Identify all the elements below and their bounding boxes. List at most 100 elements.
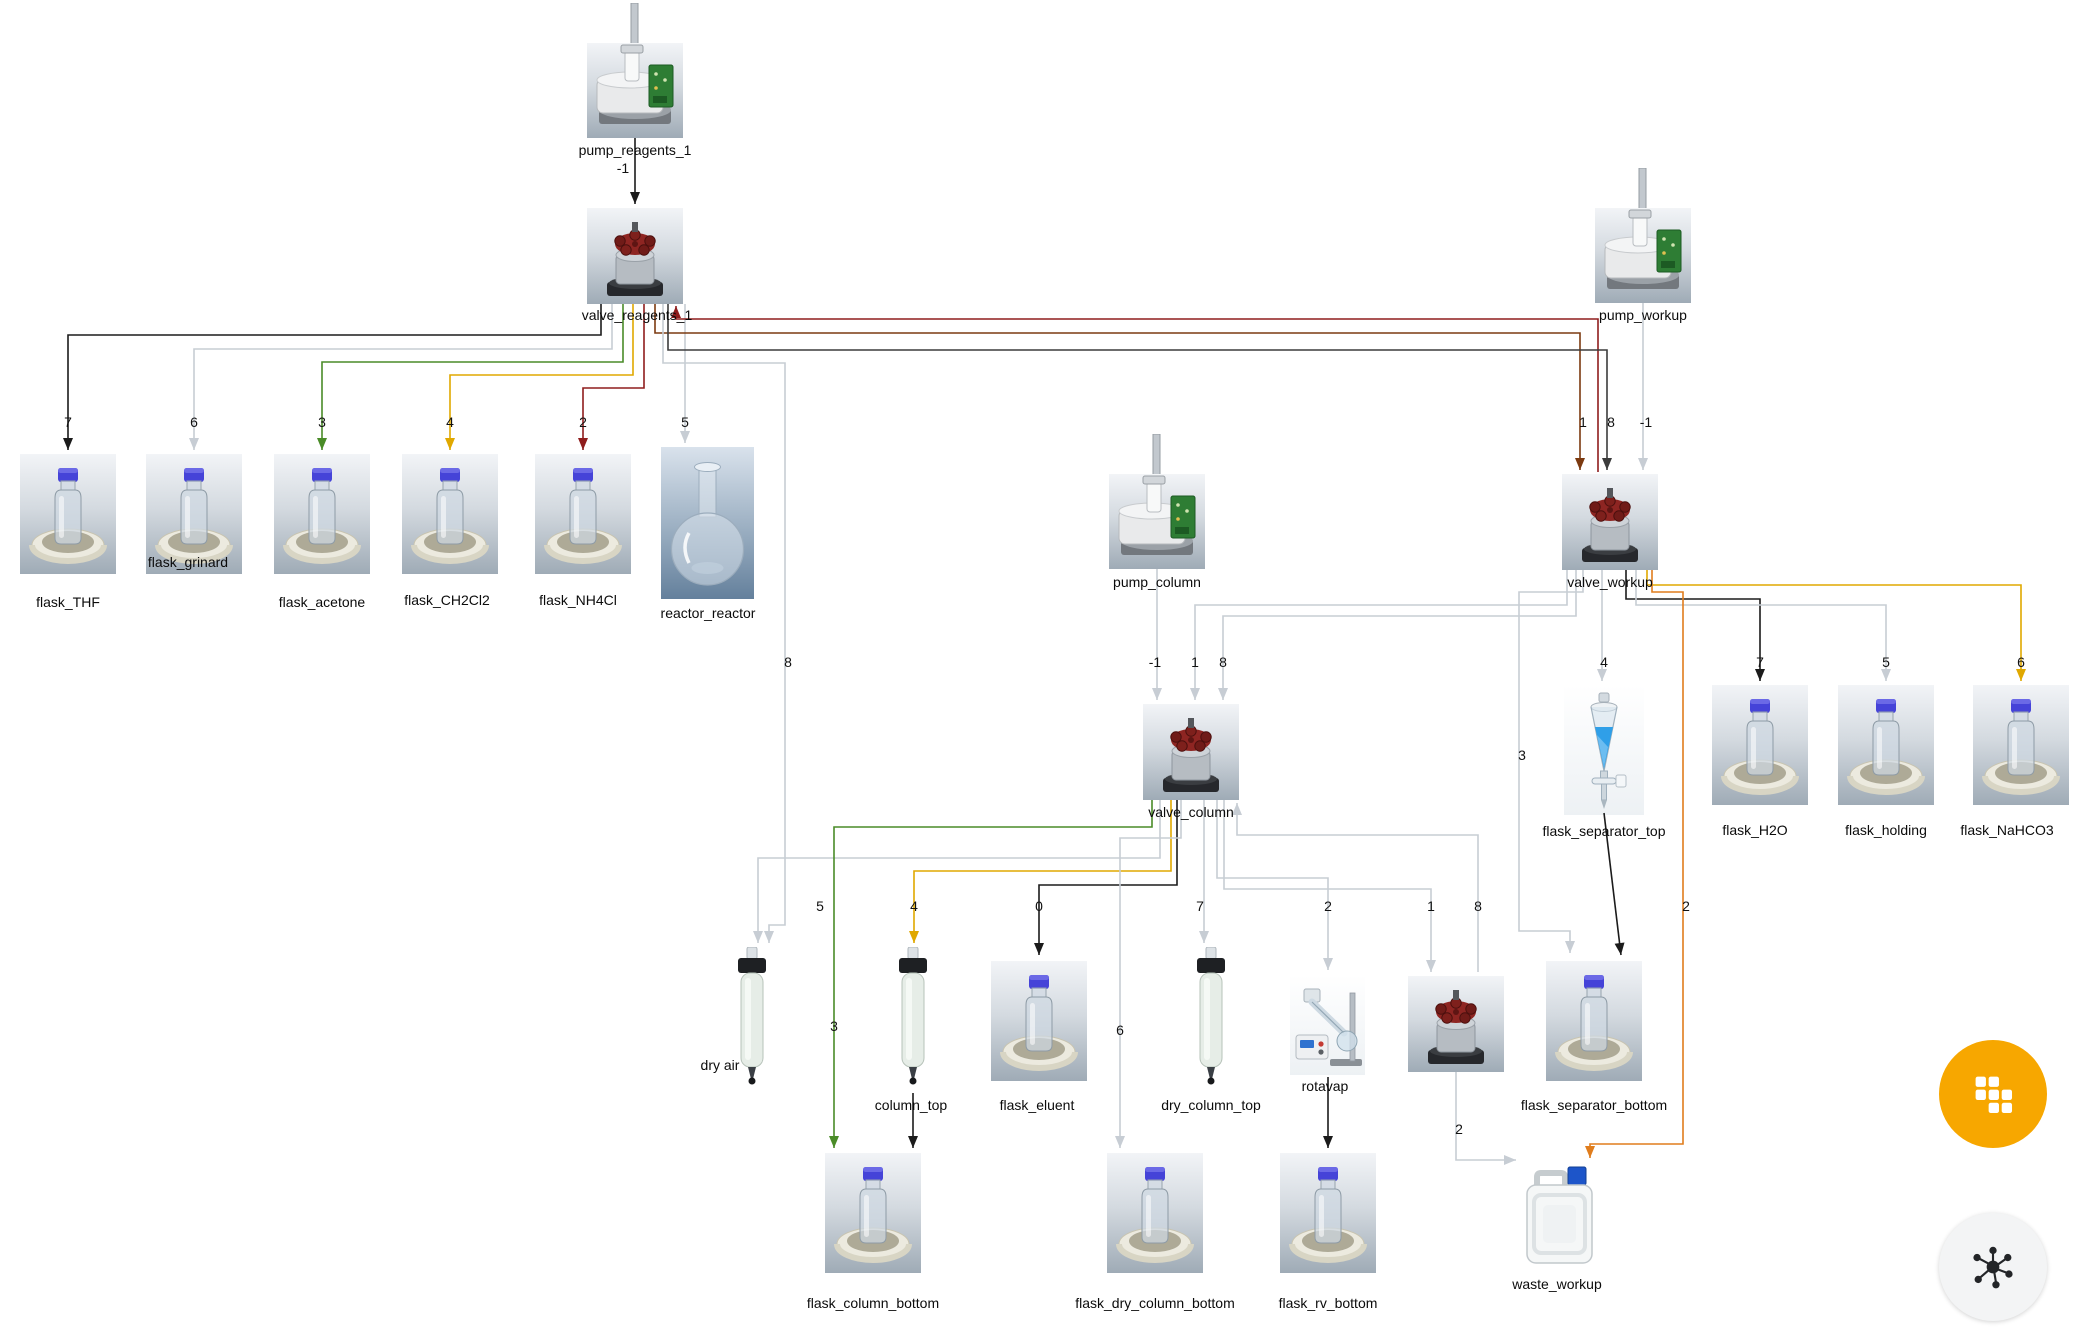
flask-illustration (1712, 685, 1808, 805)
node-reactor_reactor[interactable] (661, 447, 754, 599)
arrowhead-valve_workup-valve_column-port1 (1190, 688, 1200, 700)
edge-label-valve_column-flask_eluent: 0 (1035, 898, 1043, 914)
node-flask_NaHCO3[interactable] (1973, 685, 2069, 805)
edge-label-valve_reagents-flask_CH2Cl2: 4 (446, 414, 454, 430)
node-waste_workup[interactable] (1523, 1153, 1596, 1270)
edge-label-valve_reagents-reactor_reactor: 5 (681, 414, 689, 430)
assistant-button[interactable] (1939, 1213, 2047, 1321)
edge-valve_reagents-flask_CH2Cl2 (449, 304, 634, 450)
edge-label-valve_reagents-flask_grinard: 6 (190, 414, 198, 430)
arrowhead-valve_reagents-flask_acetone (317, 438, 327, 450)
edge-label-valve_2-valve_column-port8: 8 (1474, 898, 1482, 914)
arrowhead-pump_column-valve_column (1152, 688, 1162, 700)
edge-valve_column-flask_eluent (1038, 800, 1178, 955)
node-label-waste_workup: waste_workup (1512, 1276, 1602, 1292)
node-label-flask_acetone: flask_acetone (278, 594, 366, 610)
edge-label-valve_workup-flask_NaHCO3: 6 (2017, 654, 2025, 670)
edge-label-valve_workup-flask_separator_top: 4 (1600, 654, 1608, 670)
node-label-flask_grinard: flask_grinard (147, 554, 229, 570)
node-label-dry_column_top: dry_column_top (1161, 1097, 1261, 1113)
edge-label-valve_reagents-flask_acetone: 3 (318, 414, 326, 430)
flask-illustration (1107, 1153, 1203, 1273)
edge-label-valve_column-rotavap: 2 (1324, 898, 1332, 914)
arrowhead-valve_column-dry_air (753, 931, 763, 943)
flask-illustration (1838, 685, 1934, 805)
edge-label-pump_reagents_1-valve_reagents: -1 (616, 160, 630, 176)
edge-label-valve_column-dry_column_top: 7 (1196, 898, 1204, 914)
edge-label-pump_workup-valve_workup: -1 (1639, 414, 1653, 430)
arrowhead-rotavap-flask_rv_bottom (1323, 1136, 1333, 1148)
node-flask_separator_top[interactable] (1564, 685, 1644, 815)
node-label-flask_holding: flask_holding (1845, 822, 1927, 838)
node-valve_reagents_1[interactable] (587, 208, 683, 304)
edge-label-valve_column-flask_dry_column_bottom: 6 (1116, 1022, 1124, 1038)
node-label-flask_NH4Cl: flask_NH4Cl (539, 592, 617, 608)
node-flask_NH4Cl[interactable] (535, 454, 631, 574)
node-label-flask_dry_column_bottom: flask_dry_column_bottom (1075, 1295, 1235, 1311)
node-valve_column[interactable] (1143, 704, 1239, 800)
edge-valve_column-rotavap (1216, 800, 1329, 970)
edge-label-valve_reagents-flask_THF: 7 (64, 414, 72, 430)
arrowhead-valve_reagents-flask_grinard (189, 438, 199, 450)
apps-button[interactable] (1939, 1040, 2047, 1148)
edge-label-valve_2-waste_workup: 2 (1455, 1121, 1463, 1137)
edge-label-valve_column-column_top: 4 (910, 898, 918, 914)
node-pump_column[interactable] (1109, 434, 1205, 569)
valve-illustration (1143, 704, 1239, 800)
arrowhead-valve_reagents-flask_NH4Cl (578, 438, 588, 450)
node-flask_eluent[interactable] (991, 961, 1087, 1081)
node-flask_rv_bottom[interactable] (1280, 1153, 1376, 1273)
flask-illustration (535, 454, 631, 574)
flask-illustration (1973, 685, 2069, 805)
node-dry_column_top[interactable] (1191, 947, 1231, 1091)
flask-illustration (991, 961, 1087, 1081)
node-flask_holding[interactable] (1838, 685, 1934, 805)
arrowhead-valve_reagents-reactor_reactor (680, 431, 690, 443)
node-label-pump_workup: pump_workup (1599, 307, 1687, 323)
edge-label-valve_reagents-dry_air: 8 (784, 654, 792, 670)
node-label-valve_reagents_1: valve_reagents_1 (581, 307, 693, 323)
node-flask_separator_bottom[interactable] (1546, 961, 1642, 1081)
node-label-valve_workup: valve_workup (1567, 574, 1653, 590)
node-valve_2[interactable] (1408, 976, 1504, 1072)
column-illustration (893, 947, 933, 1091)
edge-label-valve_workup-flask_separator_bottom: 3 (1518, 747, 1526, 763)
arrowhead-valve_reagents-dry_air (764, 931, 774, 943)
node-label-flask_column_bottom: flask_column_bottom (806, 1295, 940, 1311)
flask-illustration (1546, 961, 1642, 1081)
ai-brain-icon (1973, 1246, 2013, 1289)
arrowhead-valve_column-dry_column_top (1199, 931, 1209, 943)
arrowhead-valve_workup-flask_H2O (1755, 669, 1765, 681)
arrowhead-valve_column-flask_eluent (1034, 943, 1044, 955)
column-illustration (1191, 947, 1231, 1091)
edge-label-valve_column-flask_column_bottom: 3 (830, 1018, 838, 1034)
flask-illustration (825, 1153, 921, 1273)
pump-illustration (587, 3, 683, 138)
edge-valve_column-dry_air (757, 800, 1161, 943)
jerrycan-illustration (1523, 1153, 1596, 1270)
edge-label-valve_workup-valve_column-port8: 8 (1219, 654, 1227, 670)
edge-valve_reagents-dry_air (662, 304, 786, 943)
node-label-dry_air: dry air (700, 1057, 740, 1073)
node-flask_H2O[interactable] (1712, 685, 1808, 805)
sepfunnel-illustration (1564, 685, 1644, 815)
node-label-flask_H2O: flask_H2O (1722, 822, 1788, 838)
node-flask_column_bottom[interactable] (825, 1153, 921, 1273)
reactor-illustration (661, 447, 754, 599)
pump-illustration (1109, 434, 1205, 569)
node-valve_workup[interactable] (1562, 474, 1658, 570)
node-label-pump_reagents_1: pump_reagents_1 (578, 142, 692, 158)
edge-label-valve_reagents-valve_workup-port8: 8 (1607, 414, 1615, 430)
node-rotavap[interactable] (1290, 975, 1365, 1075)
flask-illustration (402, 454, 498, 574)
node-column_top[interactable] (893, 947, 933, 1091)
edge-label-pump_column-valve_column: -1 (1148, 654, 1162, 670)
rotavap-illustration (1290, 975, 1365, 1075)
node-flask_dry_column_bottom[interactable] (1107, 1153, 1203, 1273)
node-flask_CH2Cl2[interactable] (402, 454, 498, 574)
node-pump_workup[interactable] (1595, 168, 1691, 303)
node-pump_reagents_1[interactable] (587, 3, 683, 138)
arrowhead-valve_workup-flask_holding (1881, 669, 1891, 681)
node-label-rotavap: rotavap (1301, 1078, 1349, 1094)
